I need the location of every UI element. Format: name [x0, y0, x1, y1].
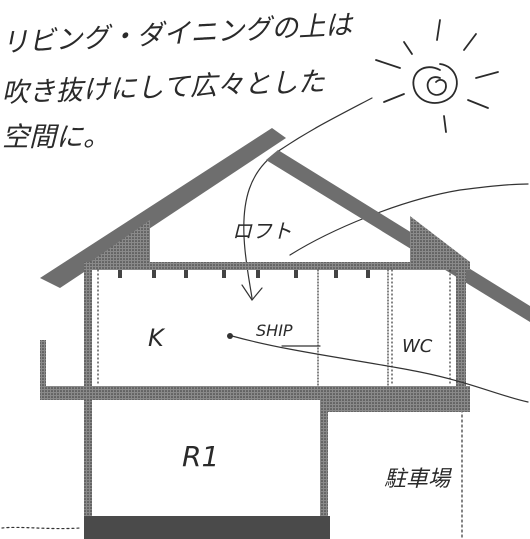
eave-right — [410, 216, 470, 262]
slab-right-thick — [320, 386, 470, 412]
label-r1: R1 — [182, 440, 219, 473]
annotation-text: リビング・ダイニングの上は 吹き抜けにして広々とした 空間に。 — [1, 10, 355, 153]
label-parking: 駐車場 — [384, 467, 453, 492]
eave-left — [90, 220, 150, 262]
sun-icon — [375, 19, 499, 133]
balcony-post — [40, 340, 46, 388]
roof-right — [266, 150, 530, 322]
annotation-line-2: 吹き抜けにして広々とした — [1, 67, 326, 109]
loft-floor-beam — [84, 262, 470, 270]
wall-left-upper — [84, 262, 92, 392]
label-ship: SHIP — [256, 321, 293, 340]
ground-slab — [84, 516, 330, 539]
kitchen-dot — [227, 333, 233, 339]
label-wc: WC — [402, 336, 433, 357]
leader-line-kitchen — [231, 335, 529, 403]
wall-mid-lower — [320, 392, 328, 520]
wall-left-lower — [84, 400, 92, 520]
roof-left — [40, 128, 286, 288]
wall-right-upper — [456, 262, 466, 392]
light-path-arrow — [243, 97, 373, 299]
ground-line — [1, 526, 81, 530]
arrow-head — [241, 284, 263, 302]
leader-line-loft — [289, 183, 529, 256]
label-loft: ロフト — [232, 219, 292, 243]
label-kitchen: K — [148, 324, 166, 352]
annotation-line-3: 空間に。 — [2, 122, 110, 153]
joists — [118, 270, 370, 278]
annotation-line-1: リビング・ダイニングの上は — [1, 10, 355, 59]
